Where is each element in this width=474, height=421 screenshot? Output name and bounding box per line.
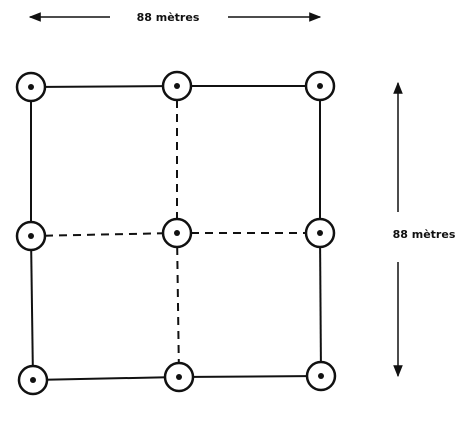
top-dimension-label: 88 mètres: [137, 11, 200, 24]
right-dimension-label: 88 mètres: [393, 228, 456, 241]
node-bottom-right: [305, 360, 337, 392]
edge-bottom-right: [178, 375, 322, 378]
edge-left-lower: [30, 235, 34, 381]
node-top-right: [304, 70, 336, 102]
node-top-left: [15, 71, 47, 103]
edge-center-bottom: [176, 232, 180, 378]
node-middle-right: [304, 217, 336, 249]
edge-bottom-left: [32, 376, 180, 381]
node-bottom-left: [17, 364, 49, 396]
node-middle-left: [15, 220, 47, 252]
node-bottom-center: [163, 361, 195, 393]
top-dimension: 88 mètres: [28, 11, 322, 24]
outer-perimeter: [30, 85, 322, 381]
right-dimension: 88 mètres: [393, 81, 456, 378]
inner-cross: [30, 86, 320, 378]
node-middle-center: [161, 217, 193, 249]
edge-top-left: [30, 85, 178, 88]
node-top-center: [161, 70, 193, 102]
edge-right-lower: [319, 232, 322, 377]
edge-center-left: [30, 232, 178, 237]
